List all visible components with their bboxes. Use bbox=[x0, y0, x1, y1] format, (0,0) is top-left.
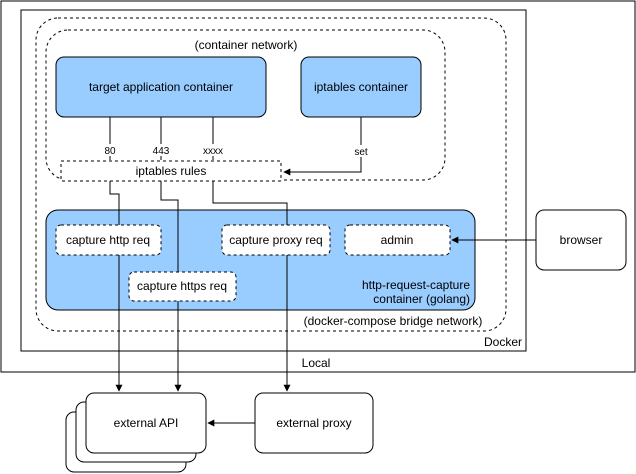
port-xxxx-label: xxxx bbox=[203, 146, 223, 157]
external-proxy-label: external proxy bbox=[276, 416, 351, 430]
iptables-rules-box bbox=[60, 160, 282, 182]
docker-label: Docker bbox=[484, 335, 522, 349]
external-api-box bbox=[85, 392, 207, 454]
capture-proxy-label: capture proxy req bbox=[229, 233, 322, 247]
iptables-container-label: iptables container bbox=[314, 80, 408, 94]
admin-box bbox=[344, 224, 451, 256]
capture-http-label: capture http req bbox=[66, 233, 150, 247]
target-app-label: target application container bbox=[89, 80, 233, 94]
local-label: Local bbox=[302, 356, 331, 370]
capture-proxy-box bbox=[221, 224, 331, 256]
route-443-line bbox=[160, 181, 179, 272]
container-network-label: (container network) bbox=[195, 38, 298, 52]
iptables-rules-label: iptables rules bbox=[136, 164, 207, 178]
port-443-label: 443 bbox=[153, 146, 170, 157]
capture-https-box bbox=[128, 271, 237, 302]
set-arrow bbox=[283, 117, 362, 176]
port-80-label: 80 bbox=[104, 146, 116, 157]
route-80-line bbox=[109, 181, 120, 225]
capture-container-label-1: http-request-capture bbox=[362, 278, 470, 292]
browser-label: browser bbox=[560, 233, 603, 247]
capture-container-label-2: container (golang) bbox=[373, 292, 470, 306]
bridge-network-label: (docker-compose bridge network) bbox=[304, 314, 483, 328]
bridge-network-box bbox=[35, 17, 507, 332]
capture-http-box bbox=[55, 224, 162, 256]
capture-https-label: capture https req bbox=[137, 279, 227, 293]
set-label: set bbox=[354, 147, 368, 158]
container-network-box bbox=[45, 29, 446, 181]
external-api-label: external API bbox=[114, 416, 179, 430]
admin-label: admin bbox=[381, 233, 414, 247]
route-xxxx-line bbox=[212, 181, 288, 225]
